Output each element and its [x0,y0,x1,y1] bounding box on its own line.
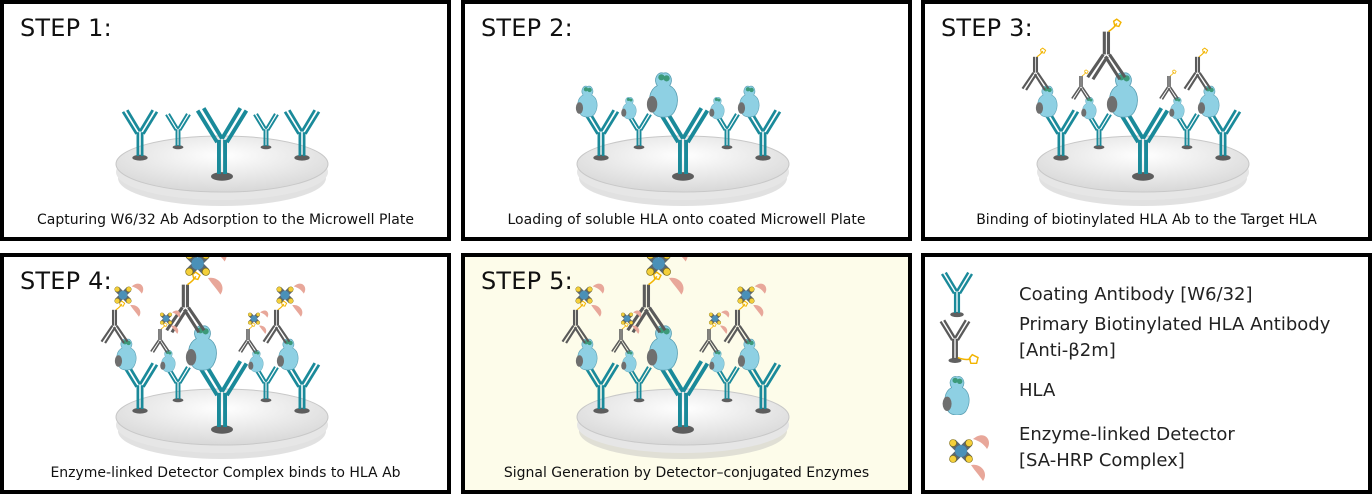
biotinylated-antibody [1086,18,1127,81]
detector-complex [620,310,642,334]
microwell-plate [1036,135,1250,206]
biotinylated-antibody [626,271,667,334]
coating-antibody [165,113,191,150]
hla-molecule [1106,72,1138,118]
hla-molecule [1197,85,1220,118]
step-2-panel: STEP 2: Loading of soluble HLA onto coat… [461,0,912,241]
hla-molecule [709,350,725,373]
hla-molecule [248,350,264,373]
coating-antibody [283,109,321,161]
hla-molecule [1081,97,1097,120]
biotinylated-antibody [1021,47,1050,91]
legend-label: Enzyme-linked Detector [1019,424,1235,445]
biotinylated-antibody [1183,47,1212,91]
biotinylated-antibody [939,319,979,365]
detector-complex [276,283,306,317]
legend-sublabel: [Anti-β2m] [1019,340,1116,361]
detector-complex [114,283,144,317]
step-2-illustration [575,72,790,206]
coating-antibody [744,109,782,161]
hla-molecule [942,376,970,415]
detector-complex [708,310,730,334]
hla-molecule [621,97,637,120]
legend-panel: Coating Antibody [W6/32] Primary Biotiny… [921,253,1372,494]
microwell-plate [576,388,790,459]
hla-molecule [114,338,137,371]
hla-molecule [737,85,760,118]
coating-antibody [940,271,974,318]
biotinylated-antibody [1159,69,1179,100]
step-title: STEP 2: [481,14,573,42]
hla-molecule [160,350,176,373]
step-caption: Enzyme-linked Detector Complex binds to … [50,465,401,481]
coating-antibody [121,362,159,414]
detector-complex [575,283,605,317]
coating-antibody [626,366,652,403]
step-1-illustration [115,107,329,206]
detector-complex [949,435,990,481]
detector-complex [646,257,688,295]
biotinylated-antibody [165,271,206,334]
legend-item-biotinylated-antibody: Primary Biotinylated HLA Antibody [Anti-… [925,313,1368,367]
hla-molecule [621,350,637,373]
step-5-illustration [561,257,790,459]
hla-molecule [646,72,678,118]
legend-item-detector-complex: Enzyme-linked Detector [SA-HRP Complex] [925,419,1368,483]
microwell-plate [576,135,790,206]
step-3-panel: STEP 3: Binding of biotinylated HLA Ab t… [921,0,1372,241]
microwell-plate [115,388,329,459]
biotinylated-antibody [699,322,719,353]
coating-antibody [253,113,279,150]
biotinylated-antibody [611,322,631,353]
microwell-plate [115,135,329,206]
detector-complex [185,257,227,295]
hla-molecule [1035,85,1058,118]
hla-molecule [185,325,217,371]
step-5-panel: STEP 5: Signal Generation by Detector–co… [461,253,912,494]
biotinylated-antibody [1071,69,1091,100]
step-title: STEP 4: [20,267,112,295]
coating-antibody-icon [940,271,974,318]
legend-label: Primary Biotinylated HLA Antibody [1019,314,1331,335]
coating-antibody [656,107,710,181]
biotinylated-antibody [262,300,291,344]
step-caption: Signal Generation by Detector–conjugated… [503,465,870,481]
hla-molecule [1169,97,1185,120]
biotinylated-antibody [238,322,258,353]
biotinylated-antibody [723,300,752,344]
step-caption: Capturing W6/32 Ab Adsorption to the Mic… [36,212,414,228]
step-caption: Loading of soluble HLA onto coated Micro… [507,212,866,228]
step-4-illustration [100,257,329,459]
step-title: STEP 1: [20,14,112,42]
legend-item-coating-antibody: Coating Antibody [W6/32] [925,269,1368,319]
legend-sublabel: [SA-HRP Complex] [1019,450,1185,471]
step-4-panel: STEP 4: Enzyme-linked Detector Complex b… [0,253,451,494]
legend-item-hla: HLA [925,369,1368,415]
hla-molecule [709,97,725,120]
biotinylated-antibody [100,300,129,344]
detector-complex-icon [949,435,990,481]
hla-molecule [276,338,299,371]
legend-label: HLA [1019,380,1056,401]
legend-label: Coating Antibody [W6/32] [1019,284,1253,305]
detector-complex [247,310,269,334]
step-title: STEP 3: [941,14,1033,42]
detector-complex [737,283,767,317]
hla-icon [942,376,970,415]
hla-molecule [575,338,598,371]
step-1-panel: STEP 1: Capturing W6/32 Ab Adsorption to… [0,0,451,241]
step-caption: Binding of biotinylated HLA Ab to the Ta… [976,212,1317,228]
hla-molecule [646,325,678,371]
hla-molecule [575,85,598,118]
coating-antibody [1116,107,1170,181]
biotinylated-antibody-icon [939,319,979,365]
step-title: STEP 5: [481,267,573,295]
biotinylated-antibody [561,300,590,344]
biotinylated-antibody [150,322,170,353]
step-3-illustration [1021,18,1250,206]
coating-antibody [121,109,159,161]
coating-antibody [195,107,249,181]
hla-molecule [737,338,760,371]
detector-complex [159,310,181,334]
